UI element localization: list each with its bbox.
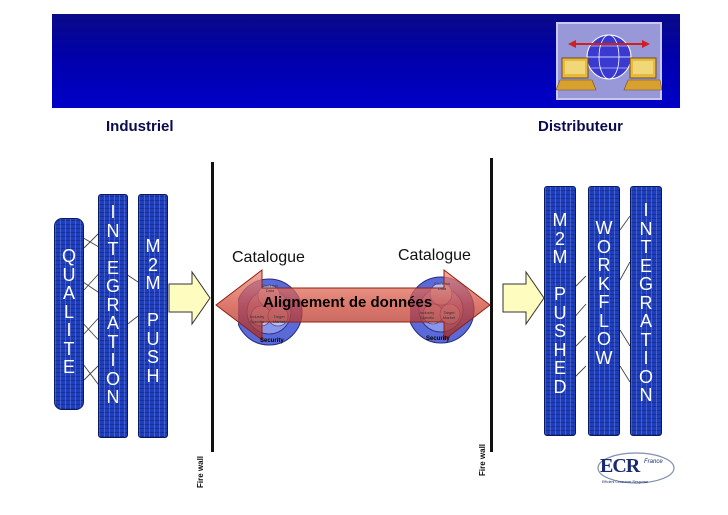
distributeur-label: Distributeur — [538, 118, 624, 135]
small-left-b: Target Market — [272, 314, 286, 324]
workflow-column: W O R K F L O W — [588, 186, 620, 436]
ecr-logo-sub: France — [644, 459, 663, 465]
firewall-left — [211, 162, 214, 452]
ecr-logo-tagline: Efficient Consumer Response — [602, 480, 649, 484]
ecr-logo-text: ECR — [600, 455, 640, 477]
push-arrow-left — [168, 270, 211, 326]
alignment-arrow — [215, 268, 491, 342]
security-left-label: Security — [260, 338, 284, 344]
small-left-top: Common Data — [262, 283, 279, 293]
firewall-left-label: Fire wall — [196, 455, 205, 488]
catalogue-right-label: Catalogue — [398, 247, 471, 264]
small-right-b: Target Market — [442, 310, 456, 320]
alignment-label: Alignement de données — [263, 294, 433, 311]
qualite-text: Q U A L I T E — [61, 246, 76, 377]
m2m-push-column: M 2 M P U S H — [138, 194, 168, 438]
industriel-label: Industriel — [106, 118, 174, 135]
firewall-right-label: Fire wall — [478, 443, 487, 476]
m2m-push-text: M 2 M P U S H — [145, 236, 161, 386]
ecr-france-logo: ECR France Efficient Consumer Response — [588, 450, 676, 492]
m2m-pushed-column: M 2 M P U S H E D — [544, 186, 576, 436]
integration-right-text: I N T E G R A T I O N — [638, 200, 653, 405]
integration-column-right: I N T E G R A T I O N — [630, 186, 662, 436]
catalogue-left-label: Catalogue — [232, 249, 305, 266]
small-right-top: Common Data — [434, 281, 451, 291]
workflow-text: W O R K F L O W — [595, 218, 613, 368]
integration-column-left: I N T E G R A T I O N — [98, 194, 128, 438]
small-left-a: Industry Specific — [250, 314, 265, 324]
m2m-pushed-text: M 2 M P U S H E D — [552, 210, 568, 397]
push-arrow-right — [502, 270, 545, 326]
security-right-label: Security — [426, 336, 450, 342]
qualite-column: Q U A L I T E — [54, 218, 84, 410]
firewall-right — [490, 158, 493, 452]
integration-left-text: I N T E G R A T I O N — [105, 202, 120, 407]
small-right-a: Industry Specific — [420, 310, 435, 320]
network-computers-icon — [555, 22, 663, 100]
